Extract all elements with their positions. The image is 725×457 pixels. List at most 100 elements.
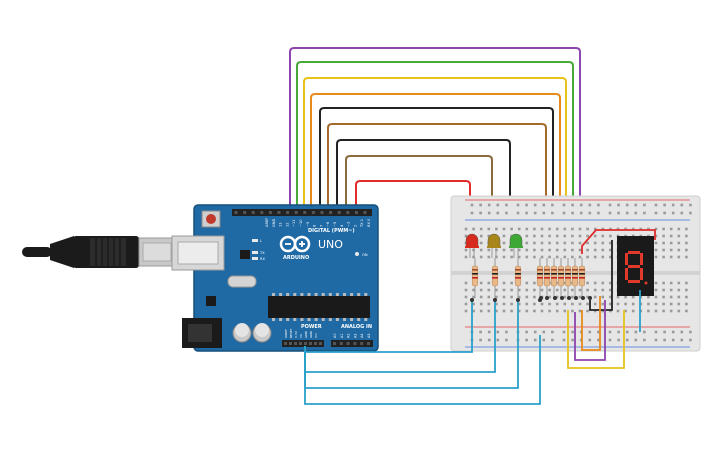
rail-hole bbox=[680, 330, 684, 334]
wire-end bbox=[553, 296, 557, 300]
resistor-band bbox=[492, 269, 498, 271]
breadboard-hole bbox=[517, 302, 521, 306]
rail-hole bbox=[496, 338, 500, 342]
rail-hole bbox=[689, 211, 692, 215]
breadboard-hole bbox=[502, 302, 506, 306]
power-jack-inner bbox=[188, 324, 212, 342]
resistor-band bbox=[579, 273, 585, 275]
rail-hole bbox=[525, 211, 528, 215]
rail-hole bbox=[588, 211, 592, 215]
chip-pins bbox=[272, 293, 368, 321]
rail-hole bbox=[597, 330, 600, 334]
breadboard-hole bbox=[654, 295, 658, 299]
breadboard-hole bbox=[548, 234, 551, 238]
rail-hole bbox=[643, 211, 646, 215]
breadboard-hole bbox=[563, 302, 567, 306]
breadboard-hole bbox=[555, 309, 559, 313]
analog-pin-hole bbox=[353, 342, 357, 345]
breadboard-hole bbox=[571, 241, 574, 245]
rail-hole bbox=[634, 330, 638, 334]
breadboard-hole bbox=[631, 295, 635, 299]
chip-pin bbox=[272, 293, 275, 296]
breadboard-hole bbox=[472, 295, 475, 299]
digital-wire bbox=[327, 123, 547, 254]
breadboard-hole bbox=[601, 241, 605, 245]
digital-pin-label: 8 bbox=[313, 224, 317, 227]
breadboard-hole bbox=[609, 288, 612, 292]
rail-hole bbox=[542, 330, 546, 334]
breadboard-hole bbox=[525, 234, 529, 238]
digital-wire bbox=[310, 93, 561, 254]
resistor bbox=[578, 265, 586, 287]
breadboard-hole bbox=[555, 255, 559, 259]
breadboard-hole bbox=[586, 248, 589, 252]
rail-hole bbox=[505, 203, 508, 207]
breadboard-hole bbox=[677, 234, 681, 238]
breadboard-hole bbox=[616, 309, 620, 313]
digital-pin-label: TX 1 bbox=[360, 219, 364, 228]
resistor-band bbox=[551, 273, 557, 275]
power-pin-hole bbox=[284, 342, 287, 345]
breadboard-hole bbox=[548, 288, 551, 292]
reset-button[interactable] bbox=[206, 214, 216, 224]
breadboard-hole bbox=[593, 309, 597, 313]
onboard-led bbox=[252, 257, 258, 260]
breadboard-hole bbox=[601, 309, 605, 313]
breadboard-hole bbox=[593, 295, 597, 299]
breadboard-hole bbox=[487, 234, 491, 238]
breadboard-hole bbox=[685, 227, 688, 231]
rail-hole bbox=[680, 203, 684, 207]
breadboard-hole bbox=[654, 302, 658, 306]
onboard-led bbox=[252, 239, 258, 242]
analog-pin-label: A1 bbox=[340, 334, 344, 338]
chip-pin bbox=[364, 318, 368, 321]
breadboard-hole bbox=[647, 227, 650, 231]
rail-hole bbox=[680, 211, 684, 215]
resistor bbox=[491, 265, 499, 287]
led-rim bbox=[509, 246, 523, 248]
resistor-band bbox=[572, 277, 578, 279]
capacitor-1-top bbox=[235, 323, 249, 337]
usb-grip-lines bbox=[95, 238, 121, 266]
breadboard-hole bbox=[464, 302, 468, 306]
rail-hole bbox=[470, 211, 474, 215]
resistor bbox=[571, 265, 579, 287]
chip-pin bbox=[300, 293, 304, 296]
wire-end bbox=[588, 296, 592, 300]
rail-hole bbox=[525, 203, 528, 207]
rail-hole bbox=[588, 203, 592, 207]
digital-pin-hole bbox=[251, 211, 255, 214]
breadboard-hole bbox=[510, 248, 513, 252]
digital-pin-hole bbox=[363, 211, 367, 214]
chip-pin bbox=[350, 318, 354, 321]
rail-hole bbox=[487, 211, 491, 215]
breadboard-hole bbox=[677, 309, 681, 313]
breadboard-hole bbox=[517, 248, 521, 252]
breadboard-hole bbox=[685, 234, 688, 238]
breadboard-hole bbox=[677, 241, 681, 245]
breadboard-hole bbox=[662, 241, 665, 245]
breadboard-hole bbox=[586, 241, 589, 245]
breadboard-hole bbox=[495, 295, 498, 299]
analog-header bbox=[331, 340, 373, 347]
resistor-band bbox=[515, 277, 521, 279]
breadboard-hole bbox=[685, 281, 688, 285]
chip-pin bbox=[328, 293, 332, 296]
breadboard-hole bbox=[510, 227, 513, 231]
power-pin-label: RESET bbox=[289, 328, 293, 338]
breadboard-hole bbox=[578, 255, 582, 259]
chip-pin bbox=[293, 293, 297, 296]
breadboard-hole bbox=[548, 227, 551, 231]
rail-hole bbox=[597, 203, 600, 207]
onboard-led-label: TX bbox=[259, 251, 265, 255]
resistor-band bbox=[472, 269, 478, 271]
power-pin-label: Vin bbox=[314, 333, 318, 338]
model-label: UNO bbox=[318, 238, 343, 251]
segment-wire bbox=[574, 300, 606, 361]
breadboard-hole bbox=[487, 295, 491, 299]
breadboard-hole bbox=[571, 288, 574, 292]
rail-hole bbox=[487, 203, 491, 207]
breadboard-hole bbox=[685, 302, 688, 306]
breadboard-hole bbox=[654, 288, 658, 292]
resistor-band bbox=[472, 277, 478, 279]
